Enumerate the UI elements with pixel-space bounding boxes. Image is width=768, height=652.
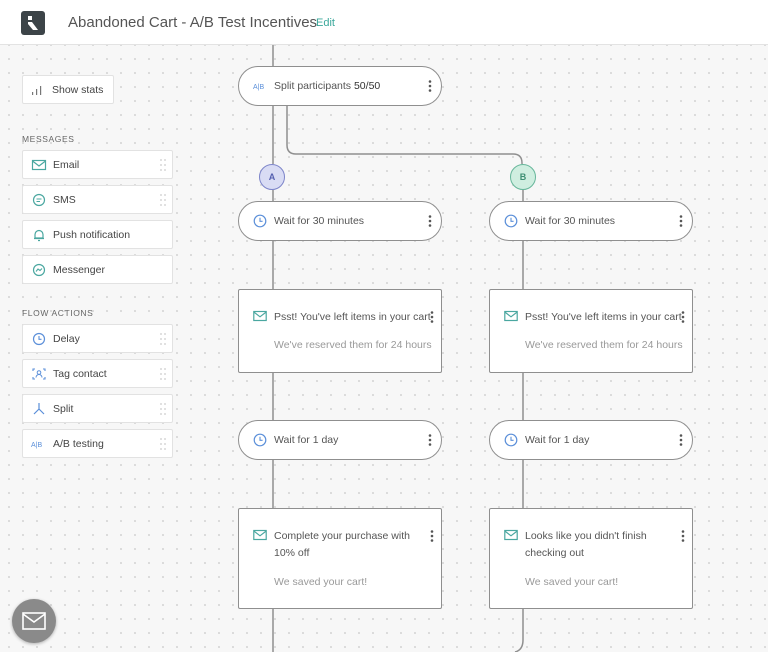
drag-handle-icon[interactable] bbox=[160, 193, 166, 207]
sidebar-item-delay[interactable]: Delay bbox=[22, 324, 173, 353]
email-subject: Psst! You've left items in your cart bbox=[274, 311, 431, 323]
clock-icon bbox=[504, 214, 518, 228]
show-stats-button[interactable]: Show stats bbox=[22, 75, 114, 104]
wait-node-a-1[interactable]: Wait for 30 minutes bbox=[238, 201, 442, 241]
more-options-icon[interactable] bbox=[430, 529, 434, 543]
sidebar-item-label: Email bbox=[53, 159, 80, 171]
more-options-icon[interactable] bbox=[428, 433, 432, 447]
drag-handle-icon[interactable] bbox=[160, 158, 166, 172]
email-subject: Complete your purchase with 10% off bbox=[274, 530, 410, 559]
sidebar-item-messenger[interactable]: Messenger bbox=[22, 255, 173, 284]
messenger-icon bbox=[32, 263, 46, 277]
sidebar-item-label: Delay bbox=[53, 333, 80, 345]
wait-label: Wait for 1 day bbox=[274, 434, 339, 446]
wait-node-a-2[interactable]: Wait for 1 day bbox=[238, 420, 442, 460]
app-logo[interactable] bbox=[21, 11, 45, 35]
wait-label: Wait for 30 minutes bbox=[274, 215, 365, 227]
more-options-icon[interactable] bbox=[430, 310, 434, 324]
split-label: Split participants 50/50 bbox=[274, 80, 380, 92]
sidebar-item-sms[interactable]: SMS bbox=[22, 185, 173, 214]
sidebar-item-label: Push notification bbox=[53, 229, 131, 241]
split-ratio: 50/50 bbox=[353, 80, 381, 92]
wait-label: Wait for 1 day bbox=[525, 434, 590, 446]
email-preview: We've reserved them for 24 hours bbox=[274, 339, 432, 351]
email-preview: We've reserved them for 24 hours bbox=[525, 339, 683, 351]
drag-handle-icon[interactable] bbox=[160, 332, 166, 346]
more-options-icon[interactable] bbox=[679, 433, 683, 447]
messages-heading: MESSAGES bbox=[22, 134, 75, 144]
chat-button[interactable] bbox=[12, 599, 56, 643]
clock-icon bbox=[504, 433, 518, 447]
more-options-icon[interactable] bbox=[681, 529, 685, 543]
email-preview: We saved your cart! bbox=[525, 576, 619, 588]
sms-icon bbox=[32, 193, 46, 207]
split-icon bbox=[33, 403, 45, 415]
wait-node-b-1[interactable]: Wait for 30 minutes bbox=[489, 201, 693, 241]
envelope-icon bbox=[504, 310, 518, 322]
tag-contact-icon bbox=[32, 368, 46, 380]
more-options-icon[interactable] bbox=[679, 214, 683, 228]
branch-a-badge: A bbox=[259, 164, 285, 190]
ab-icon: A|B bbox=[31, 442, 42, 449]
sidebar-item-push-notification[interactable]: Push notification bbox=[22, 220, 173, 249]
clock-icon bbox=[253, 214, 267, 228]
drag-handle-icon[interactable] bbox=[160, 402, 166, 416]
email-node-a-2[interactable]: Complete your purchase with 10% off We s… bbox=[238, 508, 442, 609]
branch-b-badge: B bbox=[510, 164, 536, 190]
email-subject: Psst! You've left items in your cart bbox=[525, 311, 682, 323]
email-node-b-2[interactable]: Looks like you didn't finish checking ou… bbox=[489, 508, 693, 609]
show-stats-label: Show stats bbox=[52, 84, 104, 96]
page-title: Abandoned Cart - A/B Test Incentives bbox=[68, 14, 318, 31]
drag-handle-icon[interactable] bbox=[160, 367, 166, 381]
envelope-icon bbox=[253, 529, 267, 541]
sidebar-item-split[interactable]: Split bbox=[22, 394, 173, 423]
flow-actions-heading: FLOW ACTIONS bbox=[22, 308, 94, 318]
clock-icon bbox=[32, 332, 46, 346]
envelope-icon bbox=[31, 159, 47, 171]
more-options-icon[interactable] bbox=[428, 79, 432, 93]
envelope-icon bbox=[504, 529, 518, 541]
sidebar-item-label: SMS bbox=[53, 194, 76, 206]
clock-icon bbox=[253, 433, 267, 447]
email-node-b-1[interactable]: Psst! You've left items in your cart We'… bbox=[489, 289, 693, 373]
wait-label: Wait for 30 minutes bbox=[525, 215, 616, 227]
sidebar-item-label: Messenger bbox=[53, 264, 105, 276]
sidebar-item-tag-contact[interactable]: Tag contact bbox=[22, 359, 173, 388]
more-options-icon[interactable] bbox=[428, 214, 432, 228]
sidebar-item-label: Split bbox=[53, 403, 74, 415]
bell-icon bbox=[34, 229, 44, 242]
more-options-icon[interactable] bbox=[681, 310, 685, 324]
drag-handle-icon[interactable] bbox=[160, 437, 166, 451]
email-preview: We saved your cart! bbox=[274, 576, 368, 588]
split-node[interactable]: A|B Split participants 50/50 bbox=[238, 66, 442, 106]
top-bar: Abandoned Cart - A/B Test Incentives Edi… bbox=[0, 0, 768, 45]
sidebar-item-label: A/B testing bbox=[53, 438, 104, 450]
bar-chart-icon bbox=[32, 86, 42, 95]
email-node-a-1[interactable]: Psst! You've left items in your cart We'… bbox=[238, 289, 442, 373]
svg-text:A|B: A|B bbox=[253, 84, 264, 91]
wait-node-b-2[interactable]: Wait for 1 day bbox=[489, 420, 693, 460]
sidebar-item-label: Tag contact bbox=[53, 368, 107, 380]
email-subject: Looks like you didn't finish checking ou… bbox=[525, 530, 647, 559]
svg-text:A|B: A|B bbox=[31, 442, 42, 449]
envelope-icon bbox=[22, 612, 46, 630]
split-label-prefix: Split participants bbox=[274, 80, 354, 92]
sidebar-item-email[interactable]: Email bbox=[22, 150, 173, 179]
edit-title-link[interactable]: Edit bbox=[316, 17, 335, 29]
sidebar-item-ab-testing[interactable]: A|B A/B testing bbox=[22, 429, 173, 458]
ab-icon: A|B bbox=[253, 84, 264, 91]
envelope-icon bbox=[253, 310, 267, 322]
